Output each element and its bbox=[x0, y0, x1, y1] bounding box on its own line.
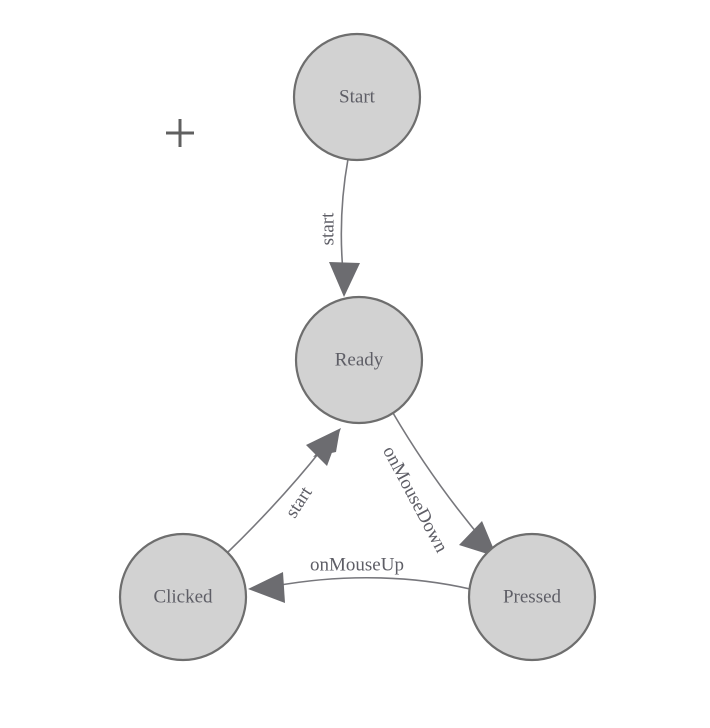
edge-label-pressed-to-clicked: onMouseUp bbox=[310, 554, 404, 575]
edge-label-ready-to-pressed: onMouseDown bbox=[378, 443, 452, 557]
node-start-label: Start bbox=[339, 86, 376, 107]
edge-ready-to-pressed[interactable]: onMouseDown bbox=[378, 412, 497, 557]
node-pressed-label: Pressed bbox=[503, 586, 562, 607]
edge-label-start-to-ready: start bbox=[317, 212, 338, 245]
edge-line-pressed-to-clicked bbox=[274, 576, 471, 590]
plus-icon[interactable] bbox=[166, 119, 194, 147]
node-clicked[interactable]: Clicked bbox=[118, 532, 248, 662]
edge-start-to-ready[interactable]: start bbox=[317, 158, 360, 297]
node-pressed-circle[interactable] bbox=[467, 532, 597, 662]
arrowhead-pressed-to-clicked bbox=[248, 572, 285, 603]
arrowhead-clicked-to-ready-solid bbox=[306, 428, 341, 466]
arrowhead-ready-to-pressed bbox=[459, 521, 497, 557]
edge-line-start-to-ready bbox=[340, 158, 349, 273]
node-start[interactable]: Start bbox=[292, 32, 422, 162]
edge-line-clicked-to-ready bbox=[226, 448, 323, 554]
arrowhead-start-to-ready bbox=[329, 262, 360, 297]
node-ready[interactable]: Ready bbox=[294, 295, 424, 425]
node-clicked-circle[interactable] bbox=[118, 532, 248, 662]
node-ready-circle[interactable] bbox=[294, 295, 424, 425]
node-ready-label: Ready bbox=[335, 349, 384, 370]
node-pressed[interactable]: Pressed bbox=[467, 532, 597, 662]
edge-pressed-to-clicked[interactable]: onMouseUp bbox=[248, 554, 471, 603]
edge-clicked-to-ready[interactable]: start bbox=[226, 428, 341, 554]
node-start-circle[interactable] bbox=[292, 32, 422, 162]
node-clicked-label: Clicked bbox=[153, 586, 213, 607]
edge-label-clicked-to-ready: start bbox=[281, 482, 317, 521]
